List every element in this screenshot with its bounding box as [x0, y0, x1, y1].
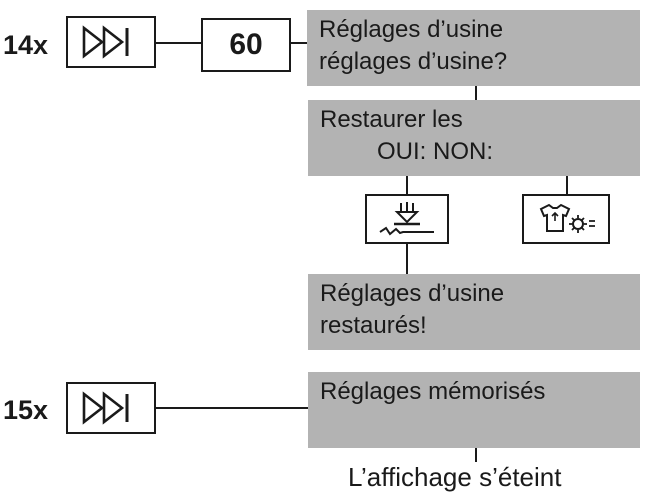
panel-line: Réglages d’usine — [320, 280, 505, 307]
skip-forward-icon — [82, 391, 129, 425]
factory-settings-panel: Réglages d’usine réglages d’usine? — [307, 10, 640, 86]
connector — [475, 448, 477, 462]
panel-line: restaurés! — [320, 312, 427, 339]
panel-line: Restaurer les — [320, 106, 463, 133]
shirt-gear-icon — [539, 203, 595, 233]
connector — [291, 42, 307, 44]
connector — [406, 176, 408, 194]
panel-line: Réglages mémorisés — [320, 378, 546, 405]
connector — [566, 176, 568, 194]
connector — [475, 86, 477, 100]
step15-count: 15x — [3, 395, 49, 425]
panel-line: OUI: NON: — [377, 138, 494, 165]
value-display: 60 — [201, 18, 291, 72]
panel-line: Réglages d’usine — [319, 16, 504, 43]
skip-forward-key-14[interactable] — [66, 16, 156, 68]
connector — [156, 407, 308, 409]
restored-panel: Réglages d’usine restaurés! — [308, 274, 640, 350]
skip-forward-icon — [82, 25, 129, 59]
panel-line: réglages d’usine? — [319, 48, 508, 75]
no-key[interactable] — [522, 194, 610, 244]
connector — [406, 244, 408, 274]
factory-reset-icon — [379, 202, 434, 236]
skip-forward-key-15[interactable] — [66, 382, 156, 434]
yes-key[interactable] — [365, 194, 449, 244]
settings-saved-panel: Réglages mémorisés — [308, 372, 640, 448]
restore-confirm-panel: Restaurer les OUI: NON: — [308, 100, 640, 176]
step14-count: 14x — [3, 30, 49, 60]
connector — [156, 42, 201, 44]
display-off-text: L’affichage s’éteint — [348, 462, 562, 492]
